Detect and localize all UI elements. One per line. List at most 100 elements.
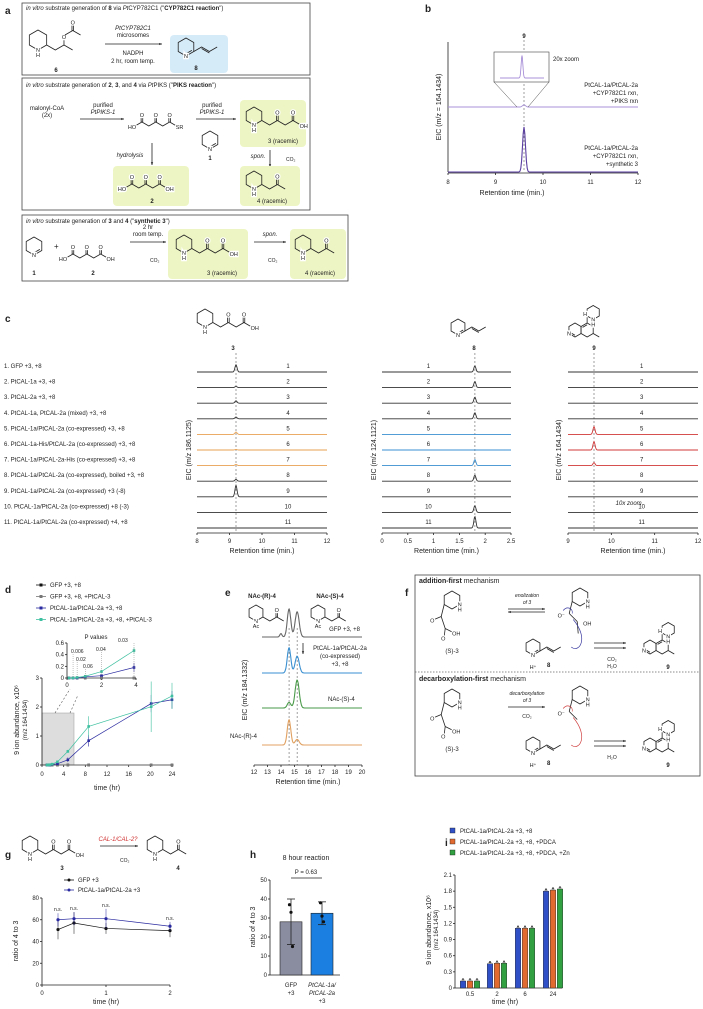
data-point (56, 760, 59, 764)
ring-bond (661, 622, 675, 637)
panel-label: b (425, 4, 431, 15)
data-point (149, 705, 153, 709)
title: in vitro substrate generation of 3 and 4… (26, 219, 170, 225)
atom-label: O (62, 35, 67, 41)
atom-label: H (252, 128, 256, 134)
ring-bond (580, 322, 594, 338)
x-tick-label: 12 (695, 539, 702, 545)
arrowhead-icon (623, 646, 626, 650)
chromatogram-trace (197, 478, 327, 482)
condition-label: 10. PtCAL-1a/PtCAL-2a (co-expressed) +8 … (4, 504, 129, 510)
atom-label: N (458, 603, 462, 609)
atom-label: N (254, 619, 258, 625)
chromatogram-trace (382, 515, 511, 529)
data-point (56, 927, 60, 932)
y-tick-label: 1.5 (444, 905, 453, 911)
row-number: 3 (286, 395, 290, 401)
chain-bond (324, 616, 346, 622)
y-axis-title: 9 ion abundance, x10⁶ (426, 895, 433, 965)
y-tick-label: 30 (260, 916, 267, 922)
annotation: 10x zoom (616, 501, 642, 507)
y-axis-title: EIC (m/z 184.1332) (242, 660, 249, 721)
electron-arrow (570, 717, 583, 747)
label: spon. (251, 154, 266, 160)
compound-label: 9 (666, 665, 670, 671)
atom-label: N (203, 325, 207, 331)
chromatogram-trace (568, 425, 698, 435)
label: CO₂ (150, 258, 160, 264)
series-line (57, 918, 171, 927)
data-point (517, 925, 519, 928)
category-label: +3 (319, 999, 327, 1005)
row-number: 10 (285, 504, 292, 510)
atom-label: N (182, 251, 186, 257)
data-point (56, 762, 59, 766)
data-point (320, 914, 324, 918)
ring-bond (175, 234, 193, 254)
ring-bond (525, 638, 541, 656)
y-tick-label: 0 (61, 676, 65, 682)
x-tick-label: 4 (62, 772, 66, 778)
enzyme-label: CAL-1/CAL-2? (98, 837, 138, 843)
chain-bond (539, 744, 561, 750)
chromatogram-trace (568, 440, 698, 451)
y-tick-label: 0 (449, 986, 453, 992)
panel-label: a (5, 6, 11, 17)
atom-label: O (275, 608, 280, 614)
ring-bond (248, 604, 264, 622)
chain-bond (37, 849, 77, 855)
ring-bond (655, 639, 669, 655)
data-point (168, 924, 172, 928)
scheme-box (21, 77, 311, 211)
atom-label: H (586, 703, 590, 709)
title-segment: , and (118, 83, 133, 89)
series-label: +synthetic 3 (606, 162, 639, 168)
x-tick-label: 8 (446, 180, 450, 186)
x-tick-label: 12 (251, 770, 258, 776)
data-point (287, 903, 292, 907)
compound-label: 8 (194, 66, 198, 72)
y-tick-label: 3 (36, 676, 40, 682)
arrowhead-icon (283, 240, 286, 244)
y-tick-label: 0 (36, 763, 40, 769)
chromatogram-trace (262, 646, 362, 674)
ring-bond (655, 737, 669, 753)
y-tick-label: 0.6 (56, 641, 65, 647)
y-tick-label: 0 (36, 983, 40, 989)
atom-label: OH (165, 187, 173, 193)
row-number: 4 (640, 411, 644, 417)
title-segment: 8 (108, 6, 112, 12)
chromatogram-trace (197, 484, 327, 498)
arrowhead-icon (623, 739, 626, 743)
chromatogram-trace (197, 385, 327, 389)
legend-label: PtCAL-1a/PtCAL-2a +3, +8, +PDCA, +Zn (460, 851, 570, 857)
data-point (50, 762, 54, 766)
chain-bond (124, 183, 167, 189)
atom-label: N (252, 123, 256, 129)
x-tick-label: 10 (608, 539, 615, 545)
atom-label: N (591, 318, 595, 324)
data-point (531, 925, 533, 928)
mechanism-top: addition-first mechanismNHOHOO(S)-3enoli… (419, 578, 675, 672)
data-point (503, 960, 505, 963)
category-label: +3 (288, 991, 296, 997)
highlight-box (113, 166, 189, 206)
x-tick-label: 2 (100, 683, 104, 689)
label: CO₂ (522, 714, 532, 720)
data-point (289, 910, 293, 914)
atom-label: O (430, 619, 435, 625)
row-number: 1 (427, 364, 431, 370)
x-tick-label: 11 (652, 539, 659, 545)
condition-label: 9. PtCAL-1a/PtCAL-2a (co-expressed) +3 (… (4, 489, 126, 495)
x-axis-title: Retention time (min.) (480, 190, 545, 197)
atom-label: O (242, 312, 247, 318)
chain-bond (261, 120, 301, 126)
chromatogram-trace (382, 365, 511, 373)
chromatogram-trace (568, 462, 698, 467)
title-segment: , (112, 83, 115, 89)
chain-bond (64, 30, 81, 36)
